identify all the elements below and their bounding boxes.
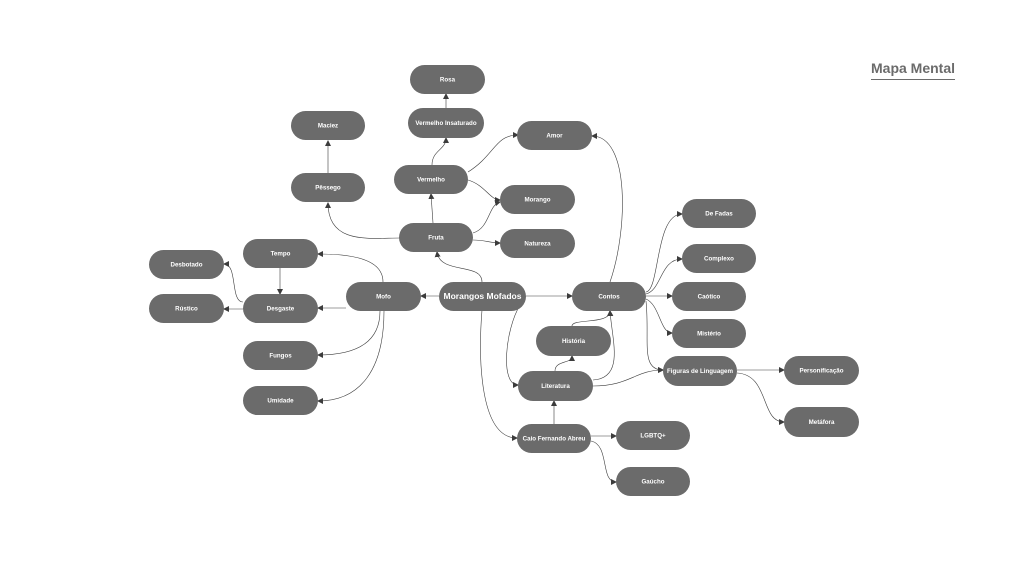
node-label: Umidade: [267, 398, 294, 405]
node-label: Desbotado: [171, 262, 203, 269]
node-lgbtq[interactable]: LGBTQ+: [616, 421, 690, 450]
node-vermelho[interactable]: Vermelho: [394, 165, 468, 194]
node-maciez[interactable]: Maciez: [291, 111, 365, 140]
node-label: De Fadas: [705, 211, 733, 218]
edge-contos-amor: [591, 133, 623, 283]
node-label: Personificação: [799, 368, 843, 375]
node-label: Mistério: [697, 331, 721, 338]
node-pessego[interactable]: Pêssego: [291, 173, 365, 202]
node-label: História: [562, 338, 586, 345]
nodes: Morangos Mofados Mofo Tempo Desgaste Des…: [149, 65, 859, 496]
node-label: Fruta: [428, 235, 444, 242]
node-historia[interactable]: História: [536, 326, 611, 356]
node-label: Gaúcho: [641, 479, 664, 486]
node-label: Rústico: [175, 306, 198, 313]
node-label: LGBTQ+: [640, 433, 666, 440]
edge-historia-contos: [571, 310, 613, 327]
node-label: Natureza: [524, 241, 551, 248]
node-rustico[interactable]: Rústico: [149, 294, 224, 323]
edge-root-literatura: [506, 304, 521, 388]
node-personificacao[interactable]: Personificação: [784, 356, 859, 385]
edge-literatura-historia: [554, 355, 575, 372]
node-label: Metáfora: [809, 419, 835, 426]
node-label: Desgaste: [267, 306, 295, 313]
node-desbotado[interactable]: Desbotado: [149, 250, 224, 279]
node-fungos[interactable]: Fungos: [243, 341, 318, 370]
edge-fruta-natureza: [472, 239, 501, 246]
node-rosa[interactable]: Rosa: [410, 65, 485, 94]
node-natureza[interactable]: Natureza: [500, 229, 575, 258]
node-label: Figuras de Linguagem: [667, 368, 734, 375]
edge-contos-defadas: [645, 211, 683, 293]
node-label: Caio Fernando Abreu: [523, 436, 586, 443]
page-title: Mapa Mental: [871, 60, 956, 80]
node-label: Maciez: [318, 123, 338, 130]
edge-contos-figuras: [645, 300, 664, 373]
node-label: Rosa: [440, 77, 456, 84]
node-label: Morangos Mofados: [444, 291, 522, 301]
node-label: Morango: [524, 197, 550, 204]
edge-mofo-fungos: [317, 310, 381, 358]
node-label: Amor: [546, 133, 563, 140]
node-misterio[interactable]: Mistério: [672, 319, 746, 348]
edge-mofo-umidade: [317, 310, 385, 404]
node-de-fadas[interactable]: De Fadas: [682, 199, 756, 228]
edge-desgaste-desbotado: [223, 261, 244, 303]
node-label: Contos: [598, 294, 620, 301]
edge-contos-complexo: [645, 256, 683, 295]
node-label: Vermelho: [417, 177, 445, 184]
node-contos[interactable]: Contos: [572, 282, 646, 311]
edge-contos-misterio: [645, 298, 673, 336]
node-gaucho[interactable]: Gaúcho: [616, 467, 690, 496]
edge-vermelho-insaturado: [431, 137, 449, 166]
node-label: Fungos: [269, 353, 292, 360]
node-desgaste[interactable]: Desgaste: [243, 294, 318, 323]
node-vermelho-insaturado[interactable]: Vermelho Insaturado: [408, 108, 484, 138]
node-figuras-de-linguagem[interactable]: Figuras de Linguagem: [663, 356, 737, 386]
edge-vermelho-morango: [467, 179, 501, 203]
edge-root-fruta: [434, 251, 483, 283]
node-label: Vermelho Insaturado: [415, 120, 476, 127]
node-label: Tempo: [271, 251, 291, 258]
edge-fruta-vermelho: [428, 193, 435, 224]
node-morango[interactable]: Morango: [500, 185, 575, 214]
node-caio-fernando-abreu[interactable]: Caio Fernando Abreu: [517, 424, 591, 453]
node-label: Mofo: [376, 294, 391, 301]
node-metafora[interactable]: Metáfora: [784, 407, 859, 437]
node-label: Complexo: [704, 256, 734, 263]
node-amor[interactable]: Amor: [517, 121, 592, 150]
edge-literatura-figuras: [592, 367, 664, 387]
node-label: Literatura: [541, 383, 570, 390]
edge-fruta-morango: [472, 200, 501, 234]
node-label: Caótico: [698, 294, 721, 301]
edge-caio-gaucho: [590, 440, 617, 485]
node-caotico[interactable]: Caótico: [672, 282, 746, 311]
node-umidade[interactable]: Umidade: [243, 386, 318, 415]
edge-figuras-metafora: [736, 372, 785, 425]
node-fruta[interactable]: Fruta: [399, 223, 473, 252]
node-complexo[interactable]: Complexo: [682, 244, 756, 273]
edge-literatura-contos: [592, 310, 615, 381]
connections: [223, 93, 785, 485]
edge-root-caio: [480, 309, 518, 441]
node-mofo[interactable]: Mofo: [346, 282, 421, 311]
edge-fruta-pessego: [325, 202, 401, 239]
node-tempo[interactable]: Tempo: [243, 239, 318, 268]
edge-mofo-tempo: [317, 251, 384, 283]
node-root[interactable]: Morangos Mofados: [439, 282, 526, 311]
node-label: Pêssego: [315, 185, 341, 192]
node-literatura[interactable]: Literatura: [518, 371, 593, 401]
edge-vermelho-amor: [467, 132, 519, 173]
